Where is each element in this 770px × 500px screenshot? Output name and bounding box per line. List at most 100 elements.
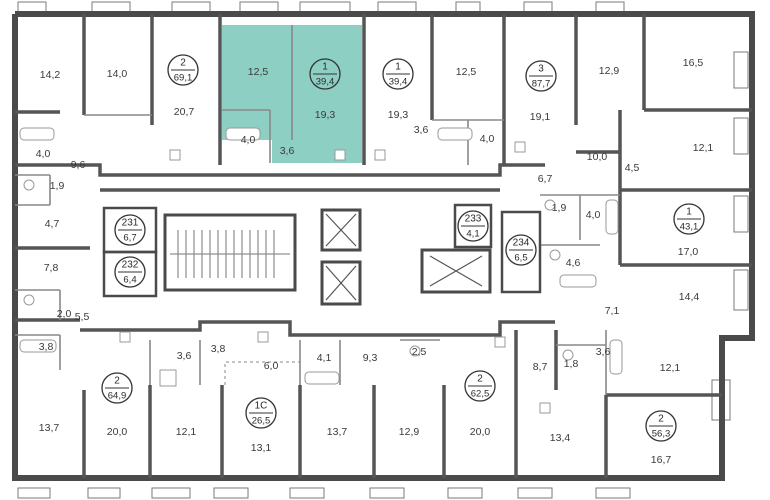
dashed-partition — [224, 361, 301, 385]
room-area: 1,8 — [564, 358, 579, 370]
apartment-badge[interactable]: 1 39,4 — [309, 58, 341, 90]
room-area: 14,2 — [40, 69, 61, 81]
svg-text:6,4: 6,4 — [123, 275, 136, 286]
storage-badge[interactable]: 232 6,4 — [114, 256, 146, 288]
room-area: 16,7 — [651, 454, 672, 466]
room-area: 12,9 — [599, 65, 620, 77]
room-area: 13,7 — [327, 426, 348, 438]
svg-text:39,4: 39,4 — [316, 77, 335, 88]
svg-text:43,1: 43,1 — [680, 222, 699, 233]
storage-rooms — [102, 203, 542, 298]
room-area: 4,7 — [45, 218, 60, 230]
room-area: 6,7 — [538, 173, 553, 185]
room-area: 12,9 — [399, 426, 420, 438]
room-area: 3,8 — [211, 343, 226, 355]
elevator-shafts — [325, 213, 483, 301]
storage-badge[interactable]: 231 6,7 — [114, 214, 146, 246]
svg-text:56,3: 56,3 — [652, 429, 671, 440]
bathroom-fixtures — [19, 127, 623, 414]
interior-walls — [15, 14, 752, 478]
apartment-badge[interactable]: 2 56,3 — [645, 410, 677, 442]
staircase — [170, 230, 290, 278]
apartment-badges: 2 69,1 1 39,4 1 39,4 3 87,7 1 43,1 — [101, 54, 705, 442]
room-area: 4,5 — [625, 162, 640, 174]
room-area: 1,9 — [552, 202, 567, 214]
svg-text:231: 231 — [122, 218, 139, 229]
room-area: 4,1 — [317, 352, 332, 364]
room-area: 6,0 — [264, 360, 279, 372]
room-area: 7,1 — [605, 305, 620, 317]
apartment-badge[interactable]: 1 43,1 — [673, 203, 705, 235]
svg-text:3: 3 — [538, 64, 544, 75]
room-area: 13,7 — [39, 422, 60, 434]
room-area: 7,8 — [44, 262, 59, 274]
room-area: 20,0 — [470, 426, 491, 438]
room-area: 4,0 — [36, 148, 51, 160]
svg-text:87,7: 87,7 — [532, 79, 551, 90]
room-area: 20,0 — [107, 426, 128, 438]
room-area: 9,6 — [71, 159, 86, 171]
svg-text:1: 1 — [395, 62, 401, 73]
svg-text:233: 233 — [465, 214, 482, 225]
room-area: 12,5 — [456, 66, 477, 78]
room-area: 2,0 — [57, 308, 72, 320]
room-area: 14,0 — [107, 68, 128, 80]
svg-text:232: 232 — [122, 260, 139, 271]
room-area: 12,1 — [693, 142, 714, 154]
svg-text:234: 234 — [513, 238, 530, 249]
building-core — [163, 208, 492, 306]
room-area: 3,6 — [177, 350, 192, 362]
apartment-badge[interactable]: 3 87,7 — [525, 60, 557, 92]
apartment-badge[interactable]: 2 62,5 — [464, 370, 496, 402]
room-area: 12,5 — [248, 66, 269, 78]
apartment-badge[interactable]: 1 39,4 — [382, 58, 414, 90]
svg-text:1: 1 — [322, 62, 328, 73]
room-area: 5,5 — [75, 311, 90, 323]
apartment-badge[interactable]: 2 69,1 — [167, 54, 199, 86]
svg-text:62,5: 62,5 — [471, 389, 490, 400]
room-area: 14,4 — [679, 291, 700, 303]
room-area: 19,1 — [530, 111, 551, 123]
storage-badge[interactable]: 234 6,5 — [505, 234, 537, 266]
svg-text:1: 1 — [686, 207, 692, 218]
room-area: 3,6 — [414, 124, 429, 136]
room-area: 4,6 — [566, 257, 581, 269]
svg-text:2: 2 — [477, 374, 483, 385]
room-area: 2,5 — [412, 346, 427, 358]
windows — [17, 1, 749, 499]
room-area: 17,0 — [678, 246, 699, 258]
partitions — [15, 25, 620, 395]
storage-badge[interactable]: 233 4,1 — [457, 210, 489, 242]
svg-text:26,5: 26,5 — [252, 416, 271, 427]
room-area: 3,6 — [596, 346, 611, 358]
room-area: 13,4 — [550, 432, 571, 444]
room-area: 4,0 — [586, 209, 601, 221]
room-area: 4,0 — [241, 134, 256, 146]
room-area: 9,3 — [363, 352, 378, 364]
room-area: 20,7 — [174, 106, 195, 118]
room-area: 12,1 — [176, 426, 197, 438]
room-area: 3,6 — [280, 145, 295, 157]
storage-badges: 231 6,7 232 6,4 233 4,1 234 6,5 — [114, 210, 537, 288]
room-area: 3,8 — [39, 341, 54, 353]
room-area-labels: 14,2 14,0 20,7 12,5 19,3 4,0 3,6 19,3 12… — [36, 57, 714, 466]
svg-text:2: 2 — [658, 414, 664, 425]
room-area: 19,3 — [315, 109, 336, 121]
room-area: 16,5 — [683, 57, 704, 69]
svg-text:69,1: 69,1 — [174, 73, 193, 84]
room-area: 19,3 — [388, 109, 409, 121]
svg-text:2: 2 — [180, 58, 186, 69]
room-area: 8,7 — [533, 361, 548, 373]
svg-text:2: 2 — [114, 376, 120, 387]
apartment-badge[interactable]: 2 64,9 — [101, 372, 133, 404]
svg-text:6,5: 6,5 — [514, 253, 527, 264]
svg-text:1С: 1С — [255, 401, 268, 412]
svg-text:4,1: 4,1 — [466, 229, 479, 240]
room-area: 10,0 — [587, 151, 608, 163]
room-area: 4,0 — [480, 133, 495, 145]
room-area: 12,1 — [660, 362, 681, 374]
room-area: 1,9 — [50, 180, 65, 192]
svg-text:39,4: 39,4 — [389, 77, 408, 88]
apartment-badge[interactable]: 1С 26,5 — [245, 397, 277, 429]
